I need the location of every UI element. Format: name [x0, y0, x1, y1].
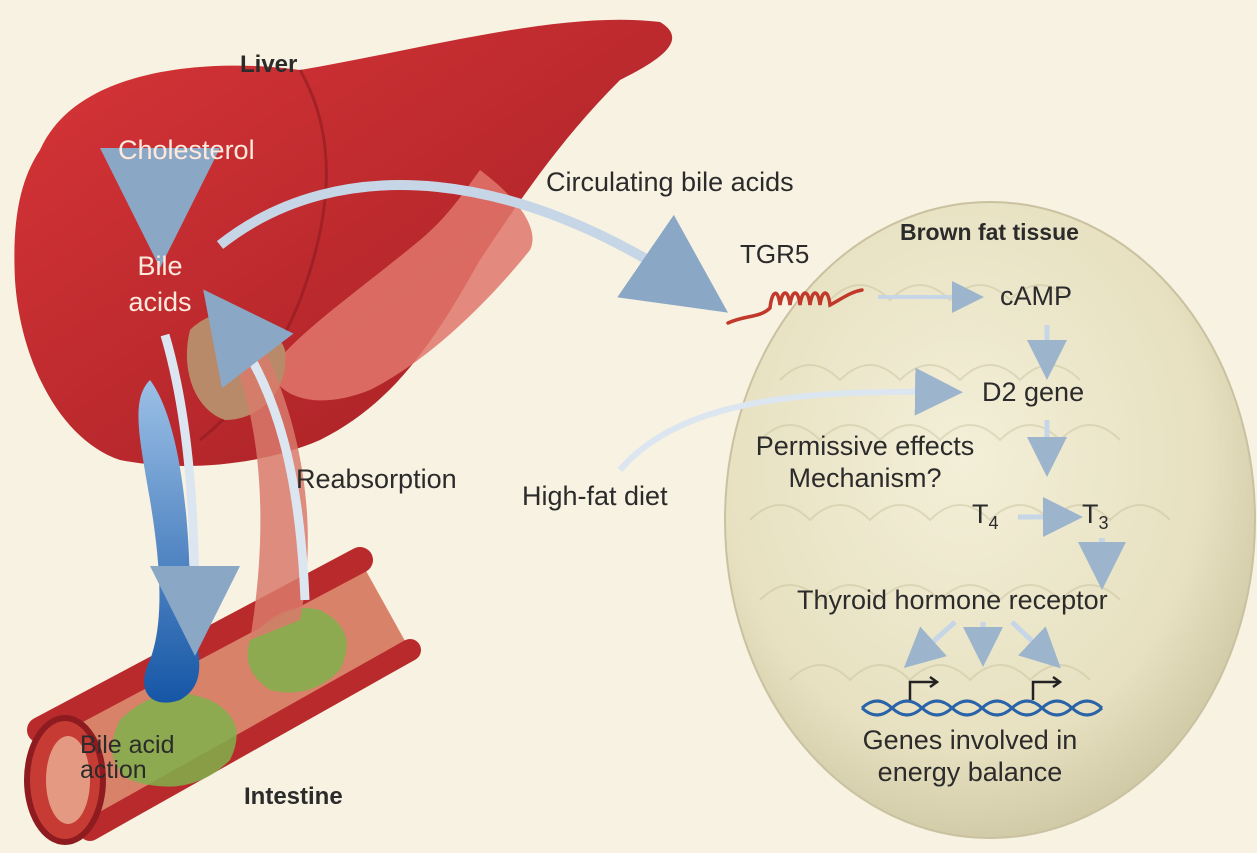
t3-subscript: 3 [1099, 513, 1109, 533]
permissive-effects-label: Permissive effects Mechanism? [735, 432, 995, 493]
bile-acids-label: Bile acids [120, 252, 200, 317]
genes-line2: energy balance [840, 758, 1100, 788]
liver-label: Liver [240, 52, 297, 78]
t4-letter: T [972, 499, 989, 529]
tgr5-label: TGR5 [740, 240, 809, 269]
intestine-label: Intestine [244, 784, 343, 810]
bile-acids-line2: acids [120, 288, 200, 318]
t4-label: T4 [972, 500, 999, 534]
d2-gene-label: D2 gene [982, 378, 1084, 408]
cholesterol-label: Cholesterol [118, 136, 255, 166]
permissive-line2: Mechanism? [735, 464, 995, 494]
bile-acids-line1: Bile [120, 252, 200, 282]
t4-subscript: 4 [989, 513, 999, 533]
reabsorption-label: Reabsorption [296, 465, 457, 495]
thyroid-hormone-receptor-label: Thyroid hormone receptor [797, 586, 1108, 616]
liver-organ [14, 20, 672, 466]
genes-line1: Genes involved in [840, 726, 1100, 756]
bile-acid-action-label: Bile acid action [80, 733, 175, 783]
bile-action-line1: Bile acid [80, 733, 175, 758]
camp-label: cAMP [1000, 282, 1072, 312]
permissive-line1: Permissive effects [735, 432, 995, 462]
intestine-tube [27, 560, 410, 842]
brown-fat-tissue-label: Brown fat tissue [900, 220, 1079, 245]
bile-action-line2: action [80, 758, 175, 783]
high-fat-diet-label: High-fat diet [522, 482, 668, 512]
circulating-bile-acids-label: Circulating bile acids [546, 168, 794, 198]
t3-label: T3 [1082, 500, 1109, 534]
genes-energy-balance-label: Genes involved in energy balance [840, 726, 1100, 787]
t3-letter: T [1082, 499, 1099, 529]
